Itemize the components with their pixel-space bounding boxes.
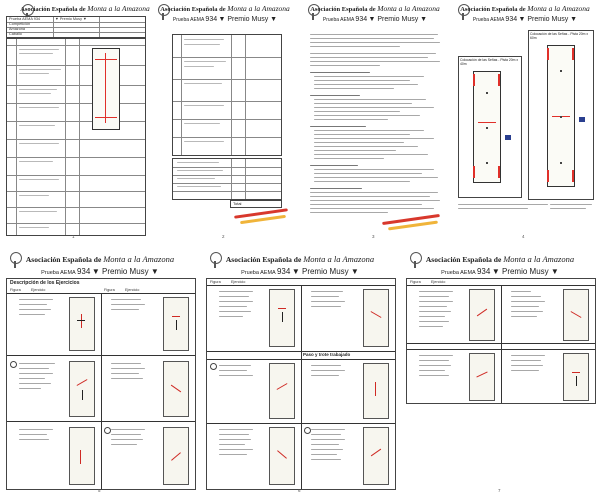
page-header: Asociación Española de Monta a la Amazon… [0, 254, 200, 276]
section-title: Paso y trote trabajado [303, 352, 351, 357]
exercise-diagram [363, 289, 389, 347]
association-name: Asociación Española de Monta a la Amazon… [25, 254, 175, 264]
association-name: Asociación Española de Monta a la Amazon… [20, 4, 150, 13]
exercise-diagram [363, 363, 389, 419]
total-box: Total [230, 200, 282, 208]
premio-cell: ▼ Premio Musy ▼ [55, 17, 87, 21]
arena-diagram-page1 [92, 48, 120, 130]
page-header: Asociación Española de Monta a la Amazon… [20, 4, 150, 13]
prueba-title: Prueba AEMA 934 ▼ Premio Musy ▼ [241, 267, 359, 276]
page-number: 4 [522, 234, 525, 239]
exercise-table-continued [172, 34, 282, 156]
competicion-label: Competición [9, 22, 31, 26]
prueba-title: Prueba AEMA 934 ▼ Premio Musy ▼ [472, 16, 578, 23]
horse-rider-logo [156, 4, 170, 20]
arena-20x60-diagram [547, 45, 575, 187]
exercise-diagram [163, 427, 189, 485]
exercise-diagram [269, 427, 295, 485]
page-4: Asociación Española de Monta a la Amazon… [450, 0, 600, 242]
exercise-diagram [69, 361, 95, 417]
page-header: Asociación Española de Monta a la Amazon… [450, 4, 600, 23]
page-number: 3 [372, 234, 375, 239]
page-number: 7 [498, 488, 501, 493]
page-header: Asociación Española de Monta a la Amazon… [150, 4, 300, 23]
score-sheet-header-table: Prueba AEMA 934 ▼ Premio Musy ▼ Competic… [6, 16, 146, 38]
prueba-title: Prueba AEMA 934 ▼ Premio Musy ▼ [172, 16, 278, 23]
total-label: Total [233, 201, 242, 206]
page-7: Asociación Española de Monta a la Amazon… [400, 248, 600, 495]
exercise-diagram [69, 427, 95, 485]
prueba-title: Prueba AEMA 934 ▼ Premio Musy ▼ [41, 267, 159, 276]
judge-table-icon [505, 135, 511, 140]
exercise-diagram [469, 353, 495, 401]
exercise-diagram [269, 363, 295, 419]
judge-table-icon [579, 117, 585, 122]
exercise-diagram [363, 427, 389, 485]
page-header: Asociación Española de Monta a la Amazon… [400, 254, 600, 276]
exercise-table [6, 38, 146, 236]
association-name: Asociación Española de Monta a la Amazon… [460, 4, 590, 13]
horse-rider-logo [306, 4, 320, 20]
association-name: Asociación Española de Monta a la Amazon… [310, 4, 440, 13]
prueba-title: Prueba AEMA 934 ▼ Premio Musy ▼ [441, 267, 559, 276]
page-number: 6 [298, 488, 301, 493]
horse-rider-logo [456, 4, 470, 20]
association-name: Asociación Española de Monta a la Amazon… [425, 254, 575, 264]
caballo-label: Caballo [9, 32, 22, 36]
exercise-diagram [69, 297, 95, 351]
page-1: Asociación Española de Monta a la Amazon… [0, 0, 151, 242]
arena-20x40-title: Colocación de las Señas - Pista 20m x 40… [460, 58, 519, 66]
horse-rider-logo [408, 252, 422, 268]
page-number: 2 [222, 234, 225, 239]
page-6: Asociación Española de Monta a la Amazon… [200, 248, 401, 495]
page-3: Asociación Española de Monta a la Amazon… [300, 0, 451, 242]
exercise-diagram [269, 289, 295, 347]
exercise-diagram [563, 353, 589, 401]
prueba-cell: Prueba AEMA 934 [9, 17, 41, 21]
exercise-diagram [163, 297, 189, 351]
horse-rider-logo [208, 252, 222, 268]
exercise-descriptions: Figura Ejercicio Paso y trote trabajado [206, 278, 396, 490]
page-number: 1 [72, 234, 75, 239]
exercise-diagram [469, 289, 495, 341]
page-header: Asociación Española de Monta a la Amazon… [200, 254, 400, 276]
horse-rider-logo [8, 252, 22, 268]
arena-20x60-title: Colocación de las Señas - Pista 20m x 60… [530, 32, 589, 40]
exercise-diagram [163, 361, 189, 417]
association-name: Asociación Española de Monta a la Amazon… [225, 254, 375, 264]
section-title: Descripción de los Ejercicios [10, 280, 80, 286]
arena-20x40-diagram [473, 71, 501, 183]
page-5: Asociación Española de Monta a la Amazon… [0, 248, 201, 495]
page-header: Asociación Española de Monta a la Amazon… [300, 4, 450, 23]
exercise-diagram [563, 289, 589, 341]
page-2: Asociación Española de Monta a la Amazon… [150, 0, 301, 242]
page-number: 5 [98, 488, 101, 493]
arena-20x60-panel: Colocación de las Señas - Pista 20m x 60… [528, 30, 594, 200]
exercise-descriptions: Figura Ejercicio [406, 278, 596, 404]
exercise-descriptions: Descripción de los Ejercicios Figura Eje… [6, 278, 196, 490]
amazona-label: Amazona [9, 27, 26, 31]
arena-20x40-panel: Colocación de las Señas - Pista 20m x 40… [458, 56, 522, 198]
association-name: Asociación Española de Monta a la Amazon… [160, 4, 290, 13]
prueba-title: Prueba AEMA 934 ▼ Premio Musy ▼ [322, 16, 428, 23]
general-impressions-table [172, 158, 282, 200]
